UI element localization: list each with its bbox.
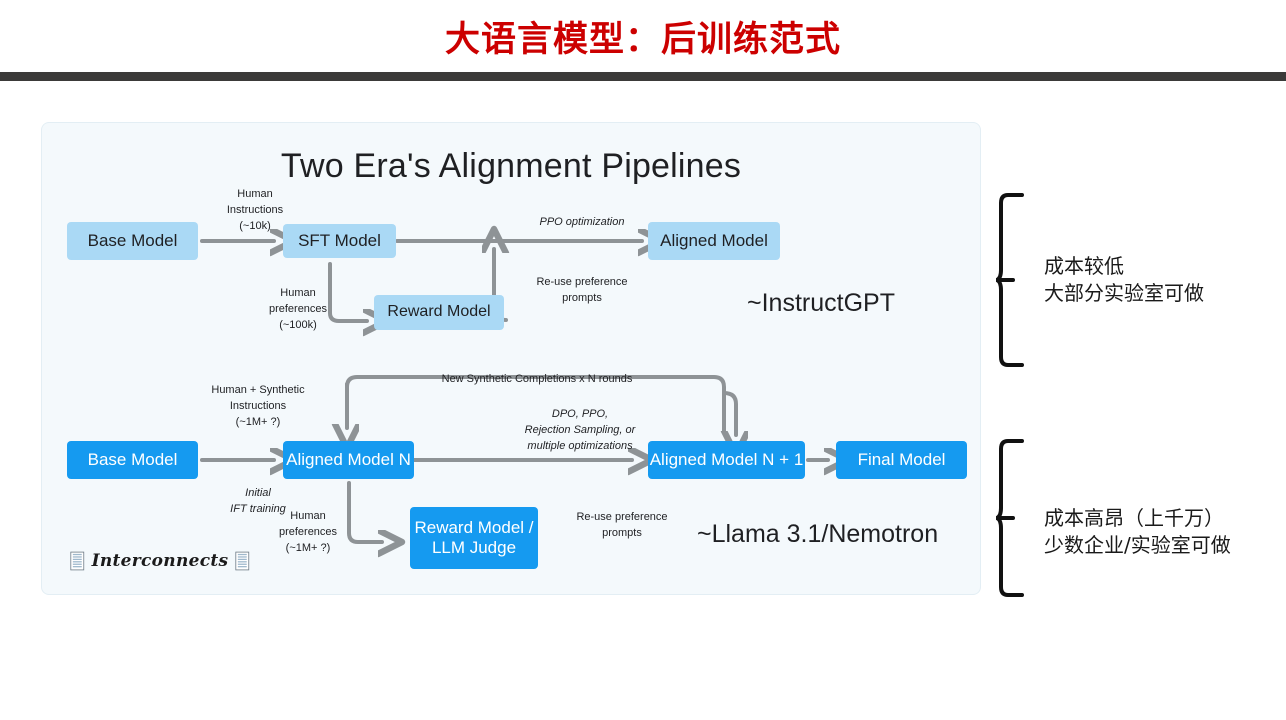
- edge-label-ppo-optimization: PPO optimization: [539, 216, 625, 228]
- node-label: Reward Model / LLM Judge: [414, 518, 534, 557]
- edge-label-reuse-preference-prompts-2: Re-use preference prompts: [576, 511, 668, 539]
- edge-label-initial-ift-training: Initial IFT training: [230, 487, 286, 515]
- diagram-card: Two Era's Alignment Pipelines: [42, 123, 980, 594]
- annotation-cost-high: 成本高昂（上千万） 少数企业/实验室可做: [1044, 506, 1231, 557]
- edge-label-human-instructions: Human Instructions (~10k): [226, 188, 284, 232]
- node-label: Aligned Model N: [286, 450, 411, 470]
- node-base-model[interactable]: Base Model: [67, 222, 198, 260]
- brace-cost-high: [996, 439, 1024, 597]
- node-label: Aligned Model: [660, 231, 768, 251]
- node-label: Final Model: [857, 450, 946, 470]
- node-final-model[interactable]: Final Model: [836, 441, 967, 479]
- edge-label-human-synthetic-instructions: Human + Synthetic Instructions (~1M+ ?): [211, 384, 305, 428]
- edge-label-new-synthetic-completions: New Synthetic Completions x N rounds: [441, 373, 633, 385]
- watermark-label: Interconnects: [91, 551, 229, 571]
- node-label: Aligned Model N + 1: [649, 450, 804, 470]
- node-label: Base Model: [87, 231, 178, 251]
- node-reward-model[interactable]: Reward Model: [374, 295, 504, 330]
- node-sft-model[interactable]: SFT Model: [283, 224, 396, 258]
- edge-label-human-preferences-2: Human preferences (~1M+ ?): [278, 510, 338, 554]
- annotation-cost-low: 成本较低 大部分实验室可做: [1044, 254, 1204, 305]
- interconnects-watermark: Interconnects: [70, 543, 250, 579]
- node-aligned-model-n[interactable]: Aligned Model N: [283, 441, 414, 479]
- node-base-model-2[interactable]: Base Model: [67, 441, 198, 479]
- node-label: Reward Model: [387, 303, 491, 321]
- edge-label-human-preferences: Human preferences (~100k): [268, 287, 328, 331]
- brace-cost-low: [996, 193, 1024, 367]
- era-tag-instructgpt: ~InstructGPT: [747, 289, 895, 317]
- node-aligned-model-n-plus-1[interactable]: Aligned Model N + 1: [648, 441, 805, 479]
- edge-label-optimizations: DPO, PPO, Rejection Sampling, or multipl…: [524, 408, 636, 452]
- diagram-title: Two Era's Alignment Pipelines: [280, 147, 742, 185]
- connector-layer: [200, 123, 980, 594]
- document-icon: [235, 551, 250, 571]
- edge-label-reuse-preference-prompts: Re-use preference prompts: [536, 276, 628, 304]
- page-title: 大语言模型：后训练范式: [444, 19, 841, 60]
- era-tag-llama-nemotron: ~Llama 3.1/Nemotron: [697, 520, 939, 548]
- node-label: Base Model: [87, 450, 178, 470]
- node-label: SFT Model: [298, 231, 381, 251]
- node-reward-model-llm-judge[interactable]: Reward Model / LLM Judge: [410, 507, 538, 569]
- title-divider: [0, 72, 1286, 81]
- document-icon: [70, 551, 85, 571]
- node-aligned-model[interactable]: Aligned Model: [648, 222, 780, 260]
